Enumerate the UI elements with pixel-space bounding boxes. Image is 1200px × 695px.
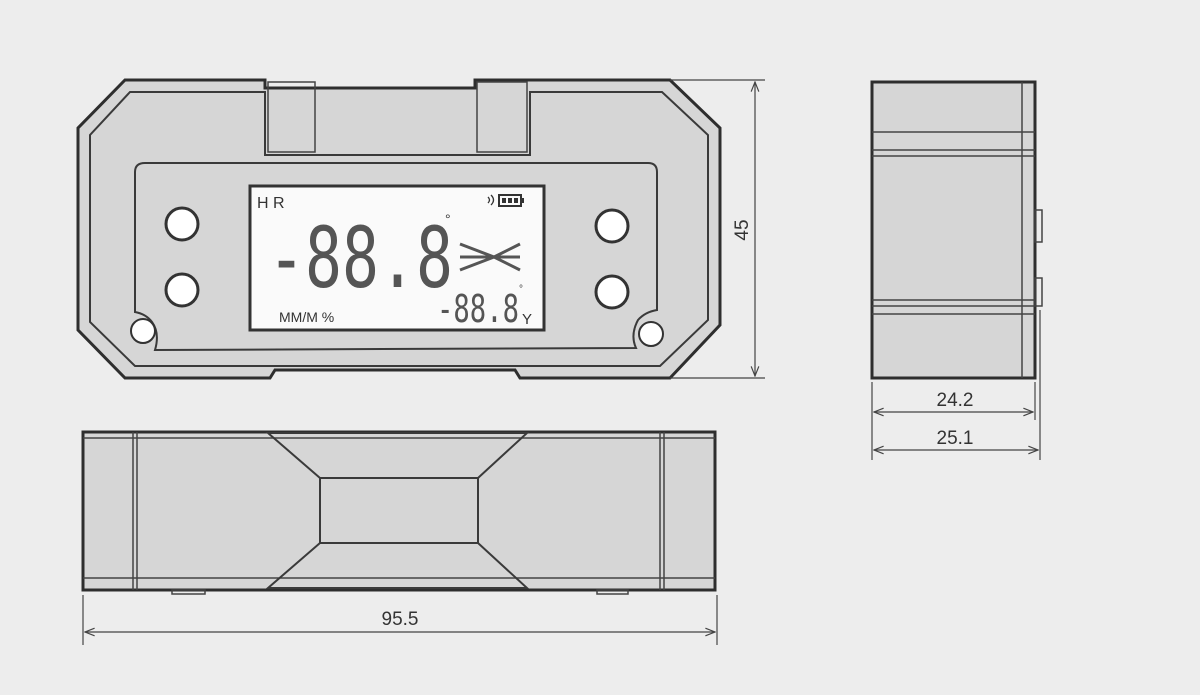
front-inner-bevel (89, 91, 709, 367)
bottom-view (81, 430, 717, 595)
depth-inner-value: 24.2 (937, 390, 974, 411)
sound-icon (487, 194, 495, 206)
mode-label: H R (257, 195, 285, 212)
side-view (870, 80, 1043, 380)
top-tab-left (267, 81, 316, 153)
side-button-bottom (1034, 277, 1043, 307)
secondary-reading: -88.8 (437, 287, 519, 331)
secondary-degree-symbol: ° (519, 284, 523, 295)
bottom-body-outline (81, 430, 717, 592)
side-body-outline (870, 80, 1037, 380)
length-dimension: 95.5 (82, 595, 718, 645)
bottom-lower-facet (265, 542, 530, 589)
unit-label: MM/M % (279, 309, 334, 325)
depth-dimension-inner: 24.2 (871, 382, 1036, 460)
screw-hole-right (638, 321, 664, 347)
foot-right (596, 589, 629, 595)
button-left-bottom[interactable] (164, 272, 200, 308)
screw-hole-left (130, 318, 156, 344)
front-view: H R -88.8 ° MM/M % -88.8 ° Y (76, 78, 722, 380)
depth-outer-value: 25.1 (937, 428, 974, 449)
button-right-bottom[interactable] (594, 274, 630, 310)
side-button-top (1034, 209, 1043, 243)
battery-icon (498, 194, 524, 207)
main-degree-symbol: ° (445, 211, 451, 227)
height-value: 45 (732, 219, 753, 240)
axis-label: Y (522, 311, 532, 328)
front-panel (134, 162, 658, 352)
button-right-top[interactable] (594, 208, 630, 244)
level-arrows-icon (459, 242, 521, 272)
main-reading: -88.8 (268, 209, 453, 307)
depth-dimension-outer: 25.1 (874, 310, 1041, 460)
foot-left (171, 589, 206, 595)
length-value: 95.5 (382, 609, 419, 630)
button-left-top[interactable] (164, 206, 200, 242)
top-tab-right (476, 81, 528, 153)
lcd-display: H R -88.8 ° MM/M % -88.8 ° Y (248, 184, 546, 332)
height-dimension: 45 (670, 79, 765, 379)
